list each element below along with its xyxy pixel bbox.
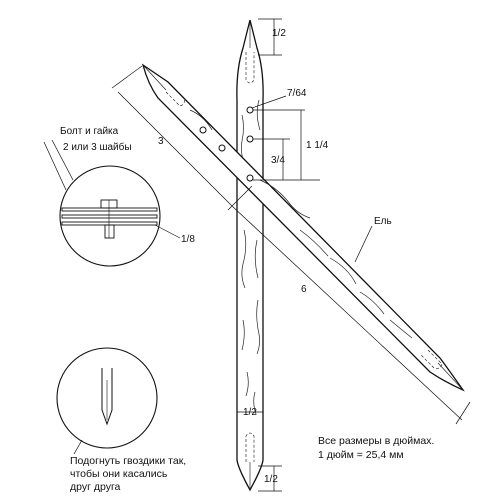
- dim-six: 6: [231, 205, 471, 425]
- dim-hole-label: 7/64: [287, 88, 307, 99]
- dim-bottom-half: 1/2: [258, 465, 282, 492]
- washers-label: 2 или 3 шайбы: [63, 141, 132, 153]
- units-line2: 1 дюйм = 25,4 мм: [318, 449, 404, 461]
- units-line1: Все размеры в дюймах.: [318, 435, 434, 447]
- dim-hole: 7/64: [251, 88, 307, 109]
- vertical-stick: [236, 19, 264, 492]
- dim-top-half-label: 1/2: [272, 28, 286, 39]
- bolt-label: Болт и гайка: [60, 126, 119, 137]
- hole-bottom: [246, 174, 254, 182]
- bolt-detail: Болт и гайка 2 или 3 шайбы 1/8: [43, 126, 195, 267]
- wood-label: Ель: [374, 216, 392, 227]
- wood-callout: Ель: [354, 216, 392, 263]
- dim-mid-half-label: 1/2: [243, 407, 257, 418]
- diagonal-stick: [141, 63, 465, 392]
- nails-detail: Подогнуть гвоздики так, чтобы они касали…: [56, 347, 186, 493]
- dim-one-quarter-label: 1 1/4: [306, 140, 329, 151]
- nails-line3: друг друга: [70, 481, 121, 493]
- dim-three: 3: [111, 65, 253, 211]
- dim-six-label: 6: [301, 284, 307, 295]
- units-note: Все размеры в дюймах. 1 дюйм = 25,4 мм: [318, 435, 434, 461]
- dim-three-label: 3: [158, 136, 164, 147]
- nails-line2: чтобы они касались: [70, 468, 168, 480]
- dim-one-quarter: 1 1/4 3/4: [253, 109, 329, 181]
- dim-bottom-half-label: 1/2: [264, 474, 278, 485]
- dim-eighth-label: 1/8: [181, 234, 195, 245]
- nails-line1: Подогнуть гвоздики так,: [70, 455, 186, 467]
- dim-mid-half: 1/2: [237, 407, 263, 418]
- dim-three-quarter-label: 3/4: [271, 155, 285, 166]
- dim-top-half: 1/2: [258, 18, 286, 56]
